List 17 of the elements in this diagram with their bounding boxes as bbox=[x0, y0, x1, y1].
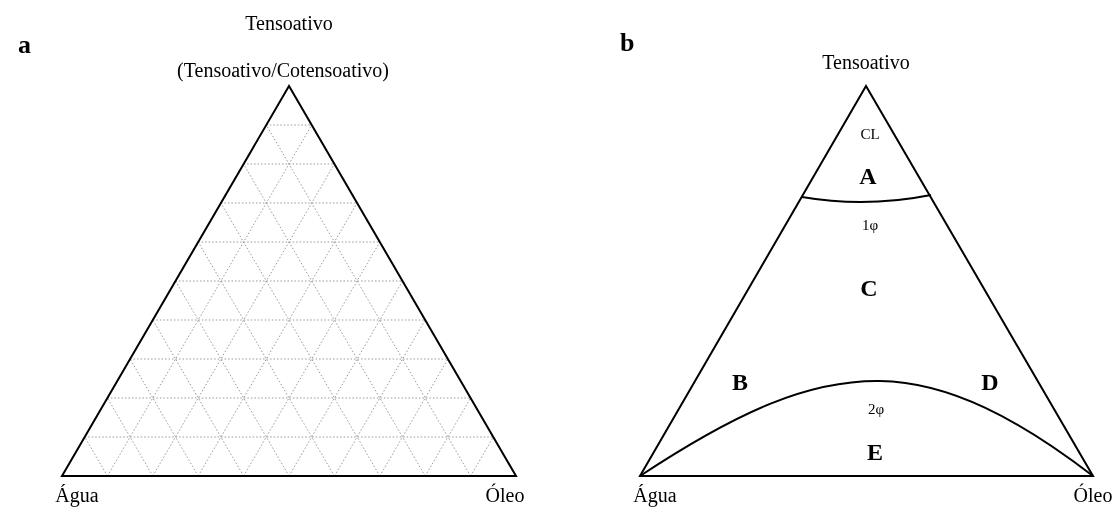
phase-label: 2φ bbox=[867, 402, 885, 417]
vertex-label: Água bbox=[633, 485, 677, 505]
vertex-label: Água bbox=[55, 485, 99, 505]
phase-label: 1φ bbox=[861, 218, 879, 233]
vertex-label: Tensoativo bbox=[822, 52, 910, 72]
region-label: B bbox=[732, 370, 748, 394]
panel-letter: b bbox=[620, 30, 635, 56]
vertex-label: Óleo bbox=[485, 485, 525, 505]
vertex-label: Óleo bbox=[1073, 485, 1113, 505]
vertex-label: Tensoativo bbox=[245, 13, 333, 33]
region-label: A bbox=[859, 164, 877, 188]
region-label: D bbox=[981, 370, 999, 394]
phase-label: CL bbox=[860, 127, 880, 142]
vertex-label: (Tensoativo/Cotensoativo) bbox=[177, 60, 389, 80]
region-label: E bbox=[867, 440, 883, 464]
region-label: C bbox=[860, 276, 878, 300]
panel-letter: a bbox=[18, 32, 31, 58]
